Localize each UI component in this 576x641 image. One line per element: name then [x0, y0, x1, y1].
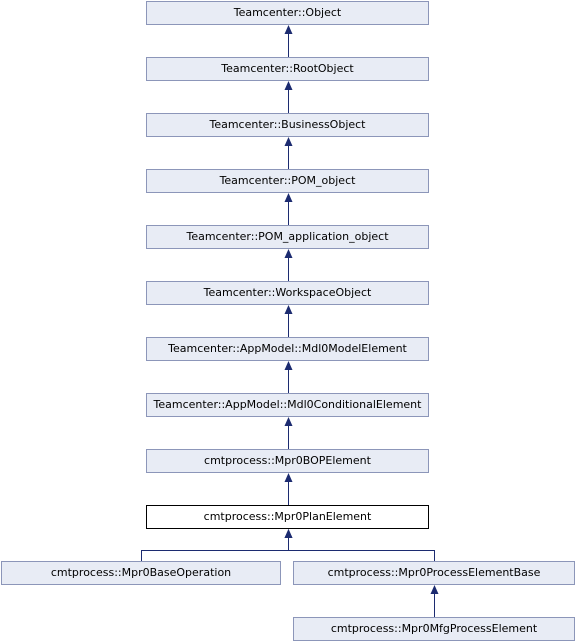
node-mpr0mfgprocesselement[interactable]: cmtprocess::Mpr0MfgProcessElement	[293, 617, 575, 641]
inheritance-arrowhead-6	[284, 361, 293, 370]
inheritance-arrowhead-0	[284, 25, 293, 34]
node-mdl0conditionalelement[interactable]: Teamcenter::AppModel::Mdl0ConditionalEle…	[146, 393, 429, 417]
inheritance-edge-10	[288, 538, 435, 561]
inheritance-arrowhead-7	[284, 417, 293, 426]
node-teamcenter-object[interactable]: Teamcenter::Object	[146, 1, 429, 25]
inheritance-arrowhead-5	[284, 305, 293, 314]
node-mdl0modelelement[interactable]: Teamcenter::AppModel::Mdl0ModelElement	[146, 337, 429, 361]
inheritance-arrowhead-10	[284, 529, 293, 538]
node-teamcenter-businessobject[interactable]: Teamcenter::BusinessObject	[146, 113, 429, 137]
node-teamcenter-pom-application-object[interactable]: Teamcenter::POM_application_object	[146, 225, 429, 249]
node-teamcenter-workspaceobject[interactable]: Teamcenter::WorkspaceObject	[146, 281, 429, 305]
node-mpr0planelement-current: cmtprocess::Mpr0PlanElement	[146, 505, 429, 529]
inheritance-arrowhead-2	[284, 137, 293, 146]
node-teamcenter-pom-object[interactable]: Teamcenter::POM_object	[146, 169, 429, 193]
inheritance-arrowhead-8	[284, 473, 293, 482]
inheritance-arrowhead-3	[284, 193, 293, 202]
inheritance-arrowhead-4	[284, 249, 293, 258]
node-mpr0baseoperation[interactable]: cmtprocess::Mpr0BaseOperation	[1, 561, 281, 585]
node-teamcenter-rootobject[interactable]: Teamcenter::RootObject	[146, 57, 429, 81]
node-mpr0processelementbase[interactable]: cmtprocess::Mpr0ProcessElementBase	[293, 561, 575, 585]
inheritance-arrowhead-11	[430, 585, 439, 594]
inheritance-arrowhead-1	[284, 81, 293, 90]
inheritance-edge-9	[141, 538, 289, 561]
node-mpr0bopelement[interactable]: cmtprocess::Mpr0BOPElement	[146, 449, 429, 473]
